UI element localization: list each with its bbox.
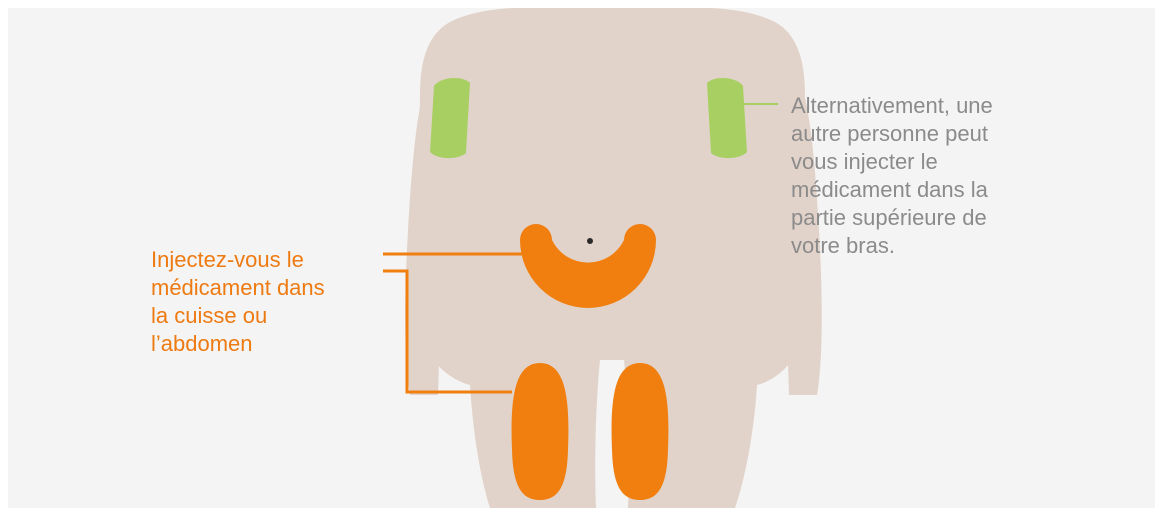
abdomen-thigh-label-line: Injectez-vous le — [151, 246, 325, 274]
right-upper-arm-zone — [707, 78, 747, 158]
navel-dot — [587, 238, 593, 244]
left-upper-arm-zone — [430, 78, 470, 158]
upper-arm-label-line: partie supérieure de — [791, 204, 993, 232]
upper-arm-label-line: autre personne peut — [791, 120, 993, 148]
right-thigh-zone — [612, 363, 669, 500]
abdomen-thigh-label-line: médicament dans — [151, 274, 325, 302]
abdomen-thigh-label-line: la cuisse ou — [151, 302, 325, 330]
upper-arm-label-line: médicament dans la — [791, 176, 993, 204]
upper-arm-label-line: Alternativement, une — [791, 92, 993, 120]
abdomen-thigh-label-line: l’abdomen — [151, 330, 325, 358]
left-thigh-zone — [512, 363, 569, 500]
upper-arm-label-line: votre bras. — [791, 232, 993, 260]
upper-arm-label-line: vous injecter le — [791, 148, 993, 176]
